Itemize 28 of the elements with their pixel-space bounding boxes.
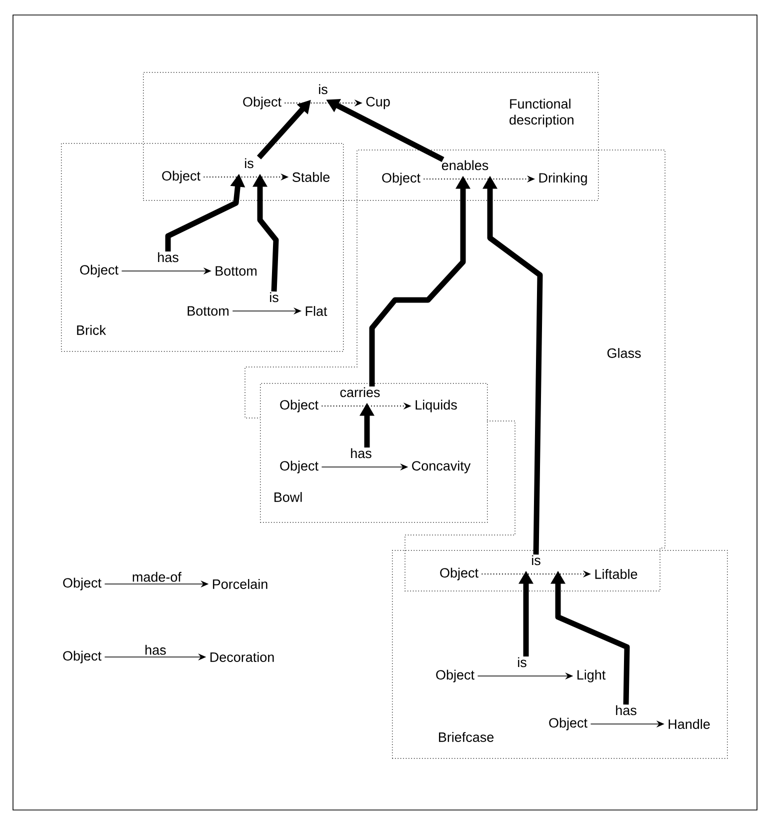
- concept-text: Object: [162, 170, 200, 184]
- concept-text: Object: [243, 96, 282, 110]
- concept-text: Concavity: [412, 460, 471, 474]
- relation-word: is: [319, 84, 328, 94]
- concept-text: Object: [549, 718, 588, 730]
- concept-text: Porcelain: [212, 579, 268, 589]
- concept-text: Handle: [668, 719, 710, 729]
- relation-word: has: [616, 705, 636, 716]
- concept-text: Bottom: [216, 266, 256, 276]
- concept-text: Light: [577, 670, 606, 682]
- concept-text: Object: [80, 264, 118, 278]
- concept-text: Decoration: [210, 652, 274, 662]
- concept-text: Object: [436, 670, 474, 682]
- concept-text: Cup: [366, 96, 390, 110]
- relation-word: is: [518, 657, 526, 668]
- concept-text: Flat: [306, 306, 328, 316]
- concept-text: Object: [63, 578, 102, 590]
- edge-label: made-of: [130, 570, 182, 583]
- concept-text: Stable: [292, 172, 330, 182]
- region-label: Glass: [607, 348, 641, 358]
- relation-word: has: [351, 448, 372, 458]
- relation-word: is: [245, 158, 254, 168]
- concept-text: Object: [280, 460, 318, 474]
- concept-text: Object: [63, 650, 102, 664]
- edge-label: has: [144, 644, 168, 656]
- relation-word: has: [158, 252, 178, 262]
- relation-word: is: [270, 292, 278, 302]
- concept-text: Bottom: [188, 306, 228, 316]
